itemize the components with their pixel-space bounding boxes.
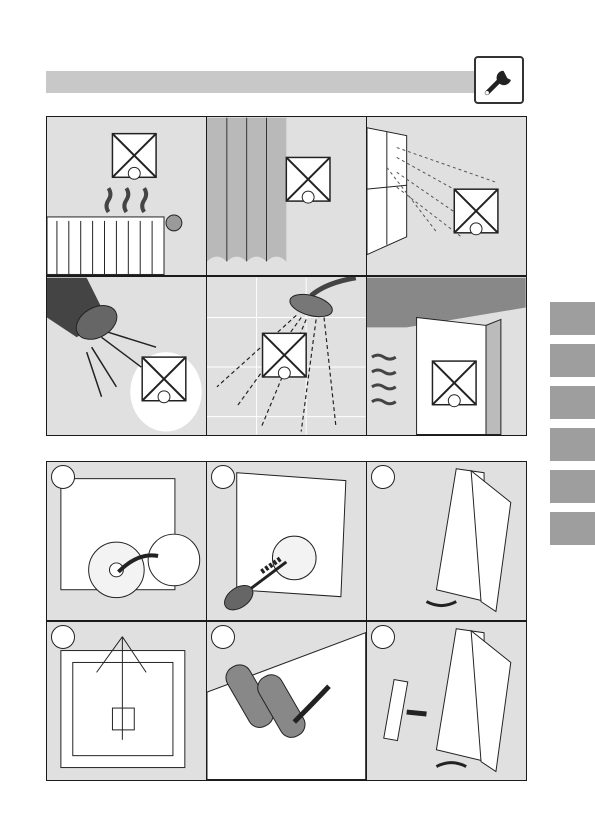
chapter-tab-2[interactable]	[550, 344, 595, 377]
panel-window	[367, 117, 526, 275]
step-badge	[211, 465, 235, 489]
panel-lamp	[47, 277, 206, 435]
draft-illustration	[367, 277, 526, 435]
chapter-tab-4[interactable]	[550, 428, 595, 461]
placement-warnings-grid	[46, 116, 527, 436]
panel-heater	[47, 117, 206, 275]
step-badge	[51, 465, 75, 489]
heater-illustration	[47, 117, 206, 275]
chapter-tab-1[interactable]	[550, 302, 595, 335]
window-illustration	[367, 117, 526, 275]
installation-steps-grid	[46, 461, 527, 781]
panel-curtain	[207, 117, 366, 275]
step-1-remove-dial	[47, 462, 206, 620]
crossed-thermostat-icon	[142, 357, 186, 403]
wrench-icon	[474, 56, 524, 104]
step-5-insert-batteries	[207, 622, 366, 780]
chapter-tabs	[550, 302, 595, 554]
curtain-illustration	[207, 117, 366, 275]
chapter-tab-3[interactable]	[550, 386, 595, 419]
crossed-thermostat-icon	[112, 134, 156, 180]
crossed-thermostat-icon	[433, 361, 477, 407]
crossed-thermostat-icon	[455, 189, 499, 235]
step-4-mount-backplate	[47, 622, 206, 780]
step-2-unscrew-cover	[207, 462, 366, 620]
panel-shower	[207, 277, 366, 435]
step-6-close-housing	[367, 622, 526, 780]
shower-illustration	[207, 277, 366, 435]
panel-draft	[367, 277, 526, 435]
step-3-open-housing	[367, 462, 526, 620]
chapter-tab-6[interactable]	[550, 512, 595, 545]
step-badge	[51, 625, 75, 649]
section-header-bar	[46, 71, 476, 93]
crossed-thermostat-icon	[286, 157, 330, 203]
crossed-thermostat-icon	[263, 333, 307, 379]
step-badge	[211, 625, 235, 649]
chapter-tab-5[interactable]	[550, 470, 595, 503]
lamp-illustration	[47, 277, 206, 435]
step-badge	[371, 625, 395, 649]
